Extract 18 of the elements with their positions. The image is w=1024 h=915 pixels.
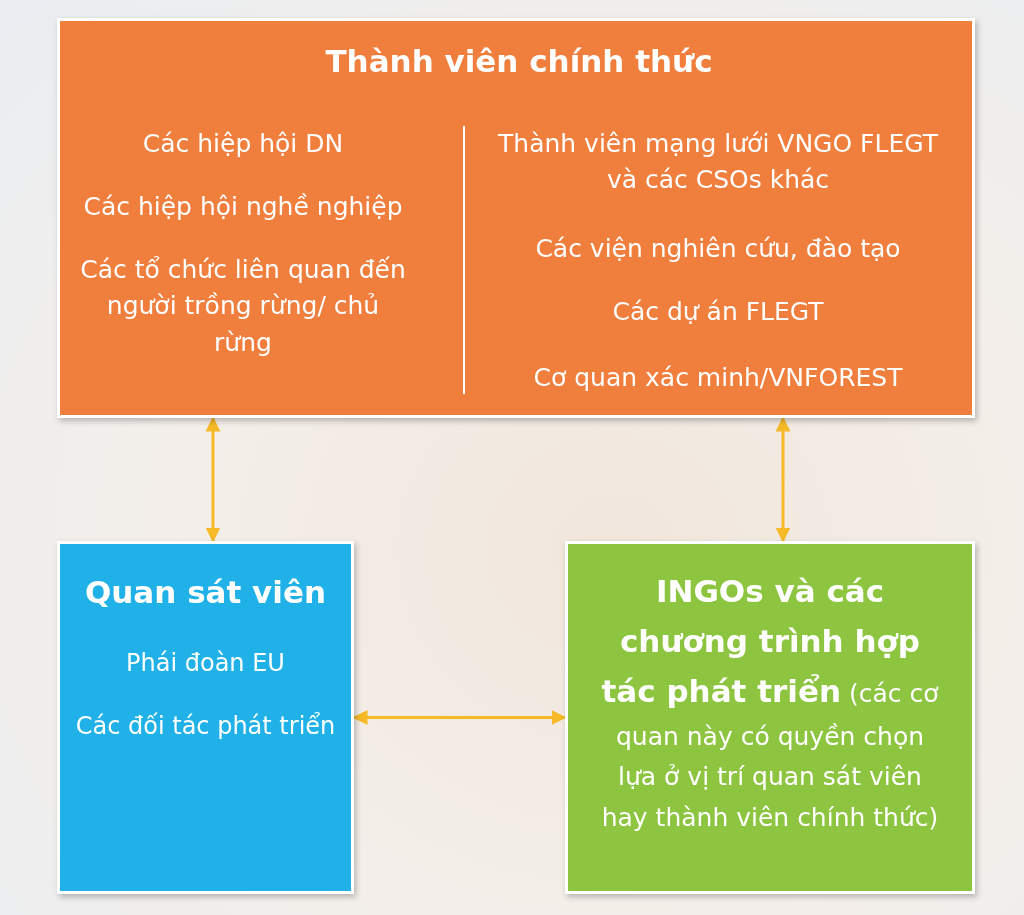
list-item: Các tổ chức liên quan đến người trồng rừng/ chủ rừng [79,254,407,359]
box-heading: Thành viên chính thức [324,42,714,81]
list-item: Cơ quan xác minh/VNFOREST [532,362,904,394]
member-panel [57,18,975,418]
double-arrow [775,416,791,543]
list-item: Các hiệp hội nghề nghiệp [82,191,404,223]
box-text: INGOs và các chương trình hợp tác phát triển (các cơ quan này có quyền chọn lựa ở vị trí quan sát viên hay thành viên chính thức) [600,572,940,834]
observer-panel [57,541,354,894]
double-arrow [352,710,567,725]
list-item: Các dự án FLEGT [611,296,825,328]
list-item: Các viện nghiên cứu, đào tạo [534,233,902,265]
list-item: Thành viên mạng lưới VNGO FLEGT và các CSOs khác [498,128,938,197]
double-arrow [205,416,221,543]
list-item: Phái đoàn EU [125,648,286,679]
list-item: Các hiệp hội DN [141,128,345,160]
list-item: Các đối tác phát triển [74,711,337,742]
box-heading: Quan sát viên [83,573,328,612]
partner-panel [565,541,975,894]
